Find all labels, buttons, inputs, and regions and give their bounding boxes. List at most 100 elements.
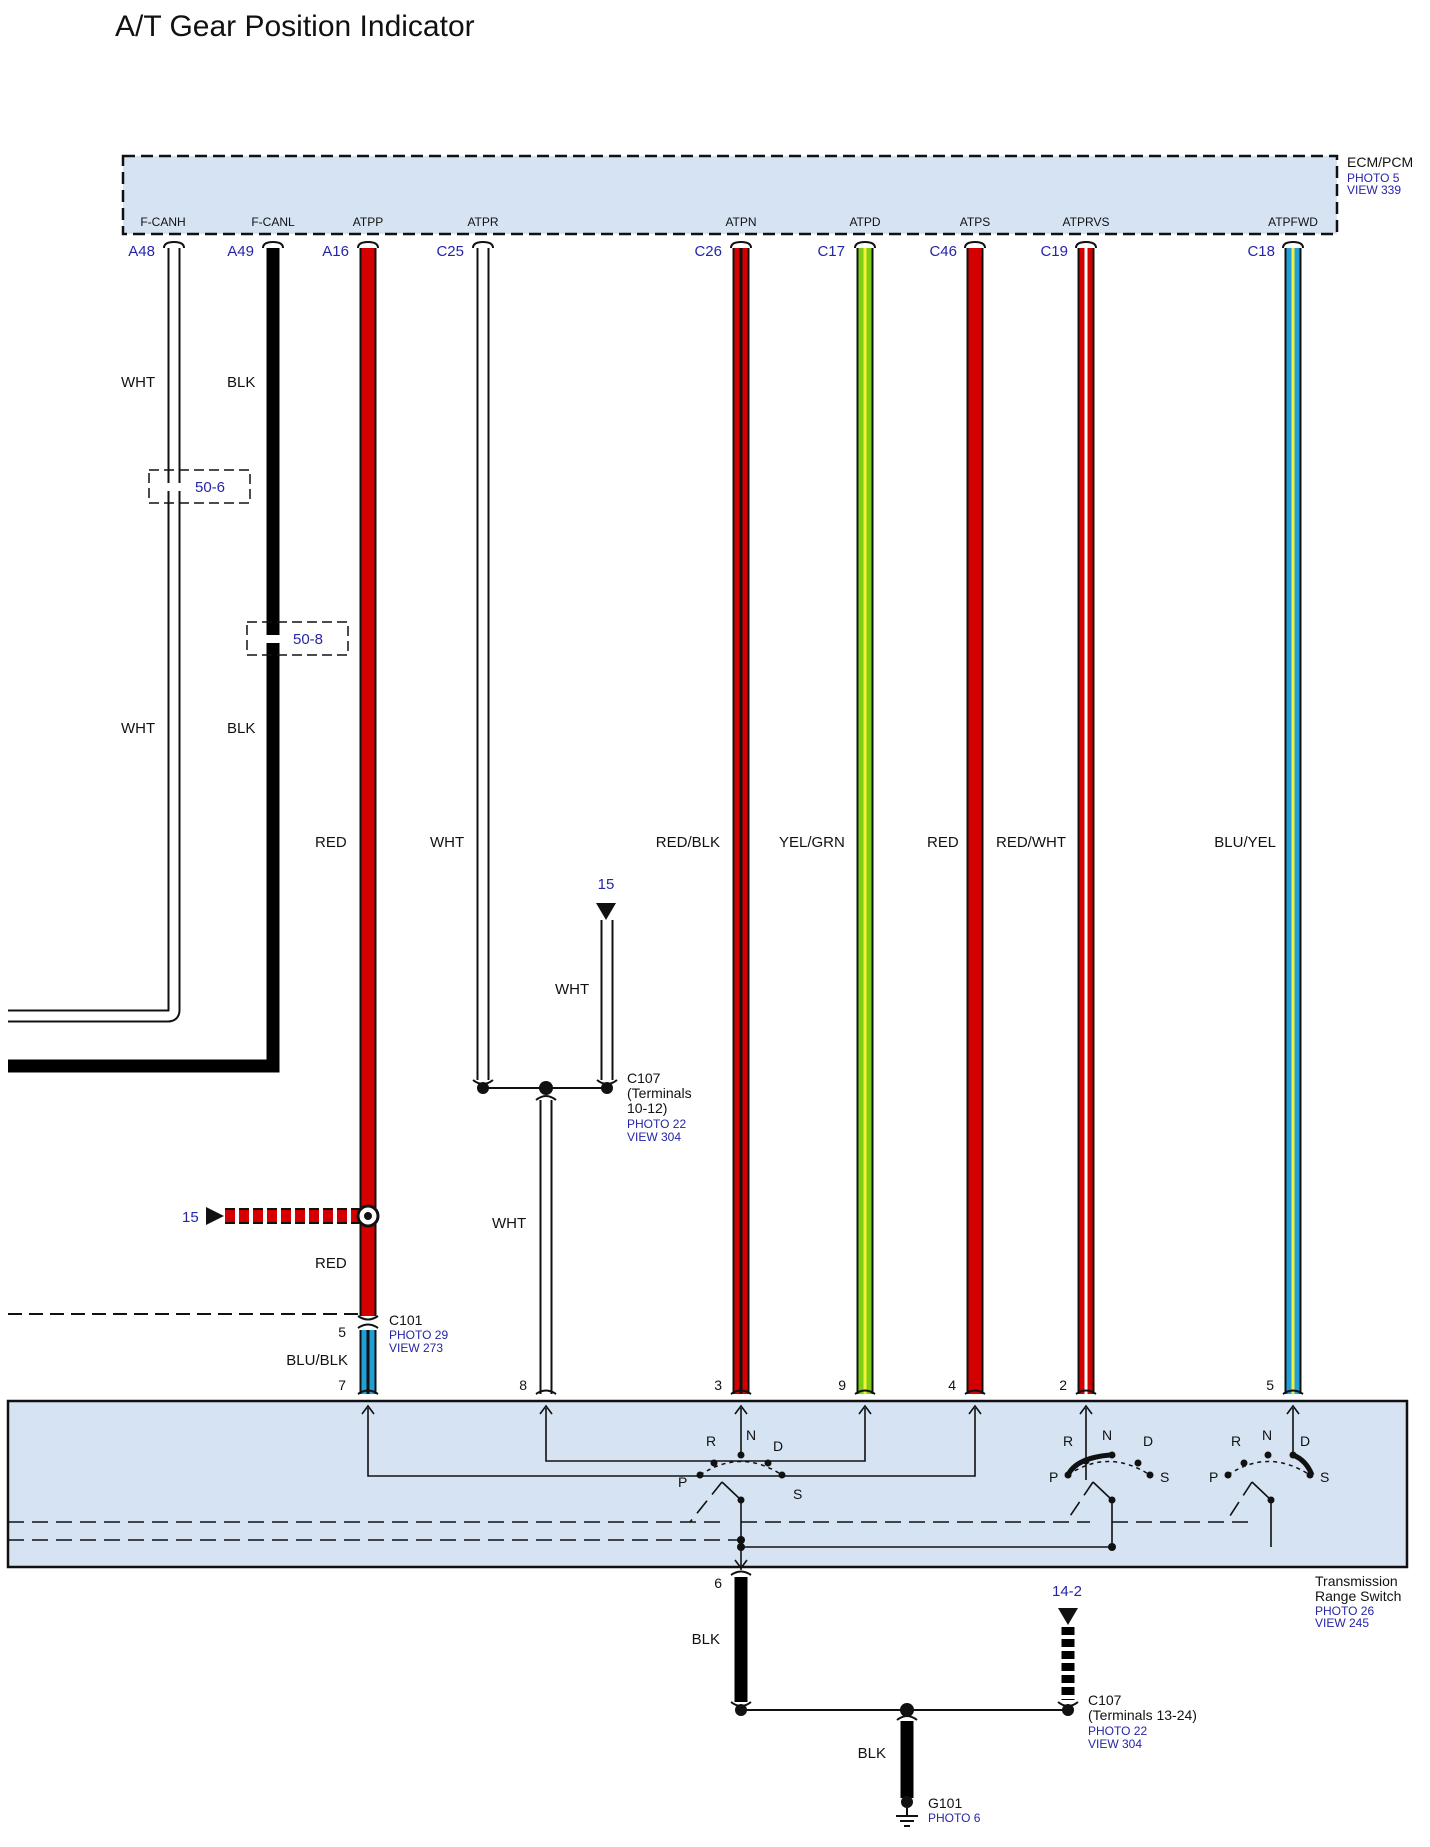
trs-dashed-links: [8, 1481, 1253, 1541]
c107-lower-terminals: (Terminals 13-24): [1088, 1707, 1197, 1723]
svg-text:S: S: [1160, 1469, 1169, 1485]
ref-50-8[interactable]: 50-8: [293, 631, 323, 648]
wire-label-atpd: YEL/GRN: [779, 834, 845, 851]
svg-text:S: S: [1320, 1469, 1329, 1485]
terminal-c25: C25: [436, 243, 464, 260]
arrow-15-top: [596, 903, 616, 920]
ecm-pcm-box: [121, 154, 1339, 236]
trs-photo: PHOTO 26: [1315, 1604, 1374, 1618]
splice-ground: [900, 1703, 914, 1717]
c107-upper-photo: PHOTO 22: [627, 1117, 686, 1131]
arrow-15-left: [206, 1207, 224, 1225]
trs-pin-8: 8: [519, 1377, 527, 1393]
pin-hook-a49: [262, 240, 284, 249]
ref-break-50-6: [166, 483, 182, 491]
svg-text:D: D: [773, 1438, 783, 1454]
signal-f-canl: F-CANL: [251, 215, 295, 229]
trs-pin-7: 7: [338, 1377, 346, 1393]
wire-label-atpr: WHT: [430, 834, 464, 851]
svg-text:R: R: [1231, 1433, 1241, 1449]
trs-label-2: Range Switch: [1315, 1588, 1401, 1604]
terminal-c18: C18: [1247, 243, 1275, 260]
ref-14-2[interactable]: 14-2: [1052, 1583, 1082, 1600]
svg-text:D: D: [1143, 1433, 1153, 1449]
signal-atpn: ATPN: [725, 215, 756, 229]
ecm-pcm-photo: PHOTO 5: [1347, 171, 1400, 185]
terminal-c19: C19: [1040, 243, 1068, 260]
wire-label-blu-blk: BLU/BLK: [286, 1352, 348, 1369]
svg-text:P: P: [1209, 1469, 1218, 1485]
c107-upper-terminals: (Terminals: [627, 1085, 692, 1101]
signal-f-canh: F-CANH: [140, 215, 185, 229]
trs-pin-3: 3: [714, 1377, 722, 1393]
wire-label-atpfwd: BLU/YEL: [1214, 834, 1276, 851]
terminal-c26: C26: [694, 243, 722, 260]
arrow-14-2: [1058, 1608, 1078, 1625]
signal-atpr: ATPR: [467, 215, 498, 229]
c107-lower-photo: PHOTO 22: [1088, 1724, 1147, 1738]
terminal-a49: A49: [227, 243, 254, 260]
signal-atpp: ATPP: [353, 215, 383, 229]
wire-label-wht-lower: WHT: [121, 720, 155, 737]
c101-photo: PHOTO 29: [389, 1328, 448, 1342]
c101-view: VIEW 273: [389, 1341, 443, 1355]
pin-hook-c25: [472, 240, 494, 249]
c107-upper-label: C107: [627, 1070, 661, 1086]
c101-hook-bottom: [357, 1323, 379, 1329]
svg-text:R: R: [1063, 1433, 1073, 1449]
wire-label-atpp: RED: [315, 834, 347, 851]
pin-hook-a16: [357, 240, 379, 249]
wire-f-canl-blk: [8, 248, 280, 1073]
terminal-a16: A16: [322, 243, 349, 260]
terminal-c46: C46: [929, 243, 957, 260]
ref-box-50-6: [148, 469, 251, 504]
c101-hook-top: [357, 1315, 379, 1321]
g101-photo: PHOTO 6: [928, 1811, 981, 1825]
trs-pin-9: 9: [838, 1377, 846, 1393]
g101-label: G101: [928, 1795, 962, 1811]
terminal-a48: A48: [128, 243, 155, 260]
signal-atprvs: ATPRVS: [1063, 215, 1110, 229]
ecm-pcm-label: ECM/PCM: [1347, 154, 1413, 170]
svg-text:N: N: [1262, 1427, 1272, 1443]
trs-label-1: Transmission: [1315, 1573, 1398, 1589]
svg-text:N: N: [1102, 1427, 1112, 1443]
ecm-pcm-view: VIEW 339: [1347, 183, 1401, 197]
c107-lower-label: C107: [1088, 1692, 1122, 1708]
trs-pin-4: 4: [948, 1377, 956, 1393]
wire-label-atpp-lower: RED: [315, 1255, 347, 1272]
wire-label-atps: RED: [927, 834, 959, 851]
wire-label-ground-bottom: BLK: [858, 1745, 886, 1762]
c101-pin-5: 5: [338, 1324, 346, 1340]
pin-hook-a48: [163, 240, 185, 249]
pin-hook-c46: [964, 240, 986, 249]
pin-hook-c18: [1282, 240, 1304, 249]
svg-text:R: R: [706, 1433, 716, 1449]
ref-break-50-8: [264, 635, 282, 643]
ground-symbol: [896, 1808, 918, 1827]
trs-pin-5: 5: [1266, 1377, 1274, 1393]
switch-3: P R N D S: [1209, 1427, 1329, 1504]
trs-view: VIEW 245: [1315, 1616, 1369, 1630]
splice-c107-upper: [539, 1081, 553, 1095]
ref-15-left[interactable]: 15: [182, 1209, 199, 1226]
ref-15-top[interactable]: 15: [598, 876, 615, 893]
pin-hook-c26: [730, 240, 752, 249]
svg-text:P: P: [678, 1474, 687, 1490]
svg-text:N: N: [746, 1427, 756, 1443]
switch-1: P R N D S: [678, 1427, 802, 1504]
svg-text:D: D: [1300, 1433, 1310, 1449]
wire-label-atpn: RED/BLK: [656, 834, 720, 851]
wire-label-wht-upper: WHT: [121, 374, 155, 391]
wire-label-ground-top: BLK: [692, 1631, 720, 1648]
terminal-c17: C17: [817, 243, 845, 260]
svg-text:S: S: [793, 1486, 802, 1502]
page-title: A/T Gear Position Indicator: [115, 10, 475, 43]
pin-hook-c19: [1075, 240, 1097, 249]
c107-upper-view: VIEW 304: [627, 1130, 681, 1144]
ref-50-6[interactable]: 50-6: [195, 479, 225, 496]
wire-label-blk-lower: BLK: [227, 720, 255, 737]
signal-atps: ATPS: [960, 215, 990, 229]
c101-label: C101: [389, 1312, 423, 1328]
